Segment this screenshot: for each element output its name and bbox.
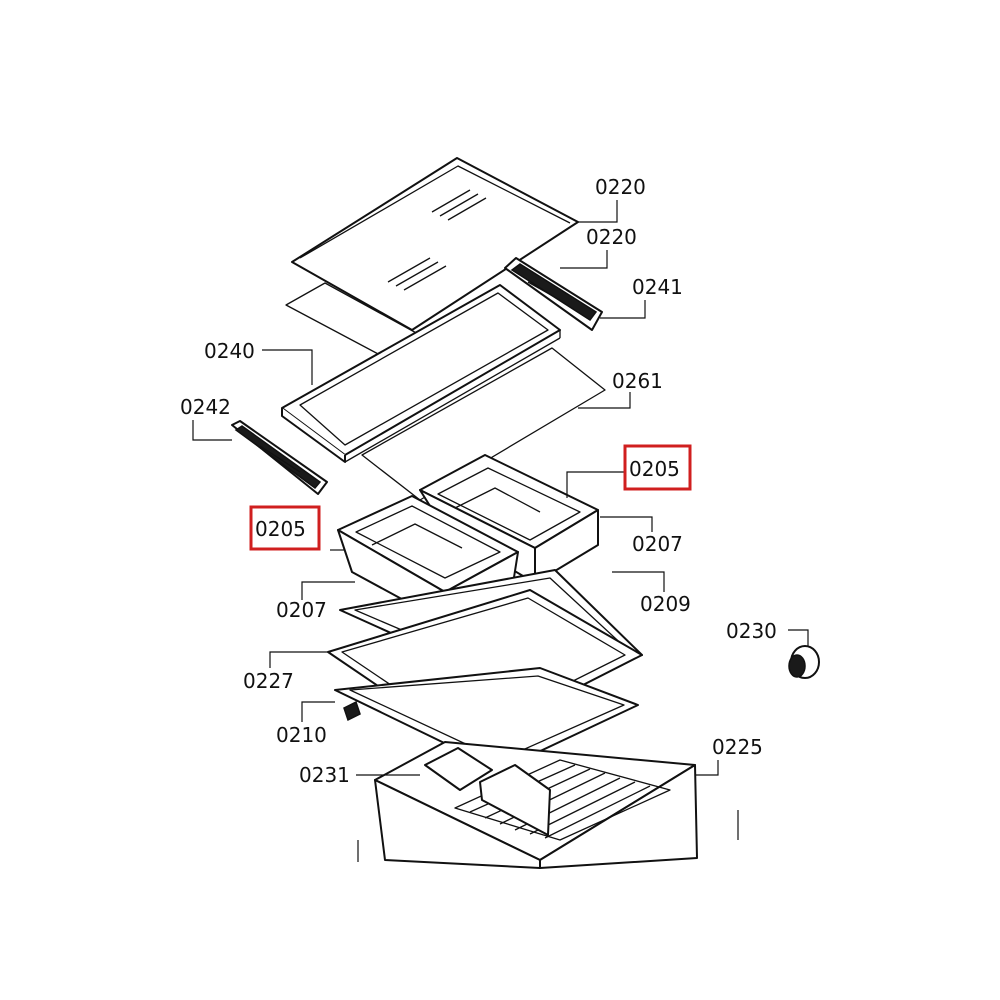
callout-0231: 0231: [299, 763, 350, 787]
callout-0205-left: 0205: [255, 517, 306, 541]
callout-0210: 0210: [276, 723, 327, 747]
shelf-frame: [281, 284, 561, 463]
shelf-trim-right: [504, 257, 603, 331]
callout-0207-right: 0207: [632, 532, 683, 556]
shelf-trim-left: [231, 420, 328, 495]
glass-shelf-top: [291, 157, 579, 331]
callout-0240: 0240: [204, 339, 255, 363]
callout-0207-left: 0207: [276, 598, 327, 622]
callout-0225: 0225: [712, 735, 763, 759]
highlight-box-0205-right: [623, 444, 692, 491]
callout-0242: 0242: [180, 395, 231, 419]
callout-0230: 0230: [726, 619, 777, 643]
highlight-box-0205-left: [249, 505, 321, 551]
callout-0220-top: 0220: [595, 175, 646, 199]
callout-0220-second: 0220: [586, 225, 637, 249]
callout-0227: 0227: [243, 669, 294, 693]
knob-part: [788, 645, 820, 679]
bottom-drawer: [374, 741, 698, 869]
callout-0205-right: 0205: [629, 457, 680, 481]
cover-plate: [361, 347, 606, 501]
callout-0209: 0209: [640, 592, 691, 616]
callout-0261: 0261: [612, 369, 663, 393]
leader-lines: [192, 200, 809, 862]
callout-0241: 0241: [632, 275, 683, 299]
